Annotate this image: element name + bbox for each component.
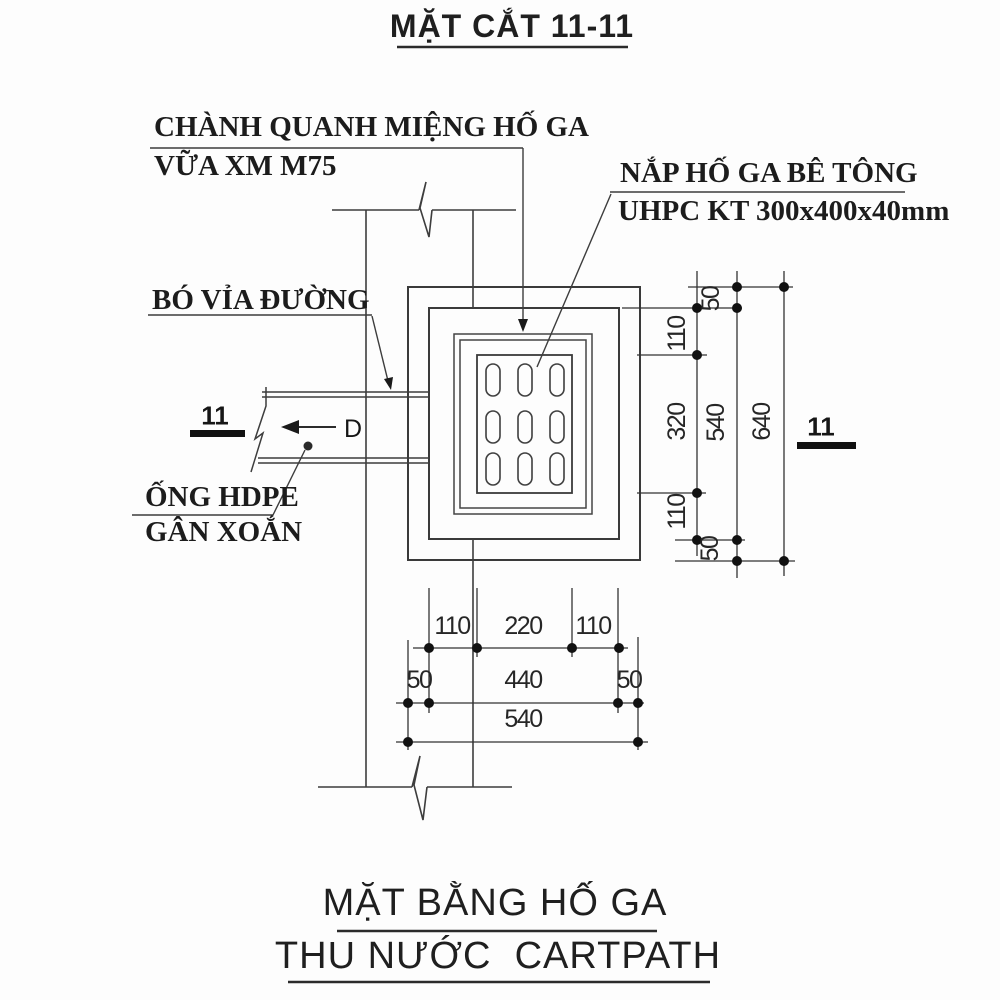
plan-title-line1: MẶT BẰNG HỐ GA [322, 882, 668, 924]
label-pipe-line2: GÂN XOẮN [145, 516, 303, 548]
dim-bottom-540: 540 [504, 704, 543, 733]
leader-curb [148, 314, 393, 390]
dim-right-50-bottom: 50 [695, 536, 724, 562]
label-collar-line2: VỮA XM M75 [154, 150, 337, 182]
section-title: MẶT CẮT 11-11 [389, 8, 635, 44]
section-marker-bars [190, 430, 856, 449]
section-marker-left: 11 [201, 400, 229, 431]
dim-bottom-110-left: 110 [434, 611, 471, 640]
dim-right-640: 640 [747, 403, 776, 441]
label-cover-line1: NẮP HỐ GA BÊ TÔNG [620, 157, 918, 189]
label-pipe-line1: ỐNG HDPE [145, 481, 299, 513]
dim-right-540: 540 [701, 404, 730, 442]
label-cover-line2: UHPC KT 300x400x40mm [618, 195, 950, 227]
label-flow-direction: D [343, 414, 363, 443]
dimensions-bottom [396, 588, 648, 750]
dim-bottom-50-right: 50 [616, 665, 643, 694]
leader-collar [150, 147, 528, 332]
leader-pipe [132, 441, 313, 516]
pipe-lines [250, 387, 429, 473]
dim-bottom-220: 220 [504, 611, 543, 640]
dim-right-110-bottom: 110 [662, 494, 691, 530]
label-collar-line1: CHÀNH QUANH MIỆNG HỐ GA [154, 111, 589, 143]
cover-rim-rect [453, 333, 593, 515]
curb-lines [318, 181, 516, 821]
grate-rect [476, 354, 573, 494]
dim-right-110-top: 110 [662, 316, 691, 352]
text-underlines [288, 45, 710, 984]
flow-arrow [281, 420, 336, 434]
dim-bottom-440: 440 [504, 665, 543, 694]
label-curb: BÓ VỈA ĐƯỜNG [152, 284, 370, 316]
dim-bottom-110-right: 110 [575, 611, 612, 640]
plan-title-line2: THU NƯỚC CARTPATH [274, 935, 722, 977]
manhole-outer-rect [407, 286, 641, 561]
leader-cover [536, 191, 905, 368]
section-marker-right: 11 [807, 411, 835, 442]
dim-right-320: 320 [662, 403, 691, 441]
dim-bottom-50-left: 50 [406, 665, 433, 694]
grate-slots [485, 363, 565, 486]
dimensions-right [622, 271, 795, 578]
dim-right-50-top: 50 [696, 286, 725, 312]
